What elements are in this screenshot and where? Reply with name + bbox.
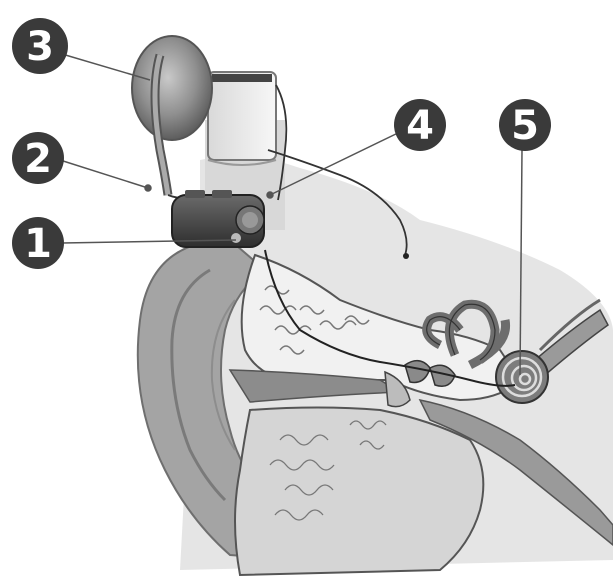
cochlea bbox=[496, 351, 548, 403]
callout-5: 5 bbox=[499, 99, 551, 151]
callout-1: 1 bbox=[12, 217, 64, 269]
callout-4: 4 bbox=[394, 99, 446, 151]
callout-3-label: 3 bbox=[26, 24, 54, 70]
callout-5-label: 5 bbox=[511, 103, 539, 149]
speech-processor bbox=[172, 190, 264, 247]
lower-bone bbox=[235, 408, 483, 576]
callout-2-label: 2 bbox=[24, 136, 52, 182]
implant-end bbox=[403, 253, 409, 259]
callout-3: 3 bbox=[12, 18, 68, 74]
callout-4-label: 4 bbox=[406, 103, 434, 149]
transmitter-coil bbox=[208, 72, 276, 165]
callout-1-label: 1 bbox=[24, 221, 52, 267]
callout-2: 2 bbox=[12, 132, 64, 184]
